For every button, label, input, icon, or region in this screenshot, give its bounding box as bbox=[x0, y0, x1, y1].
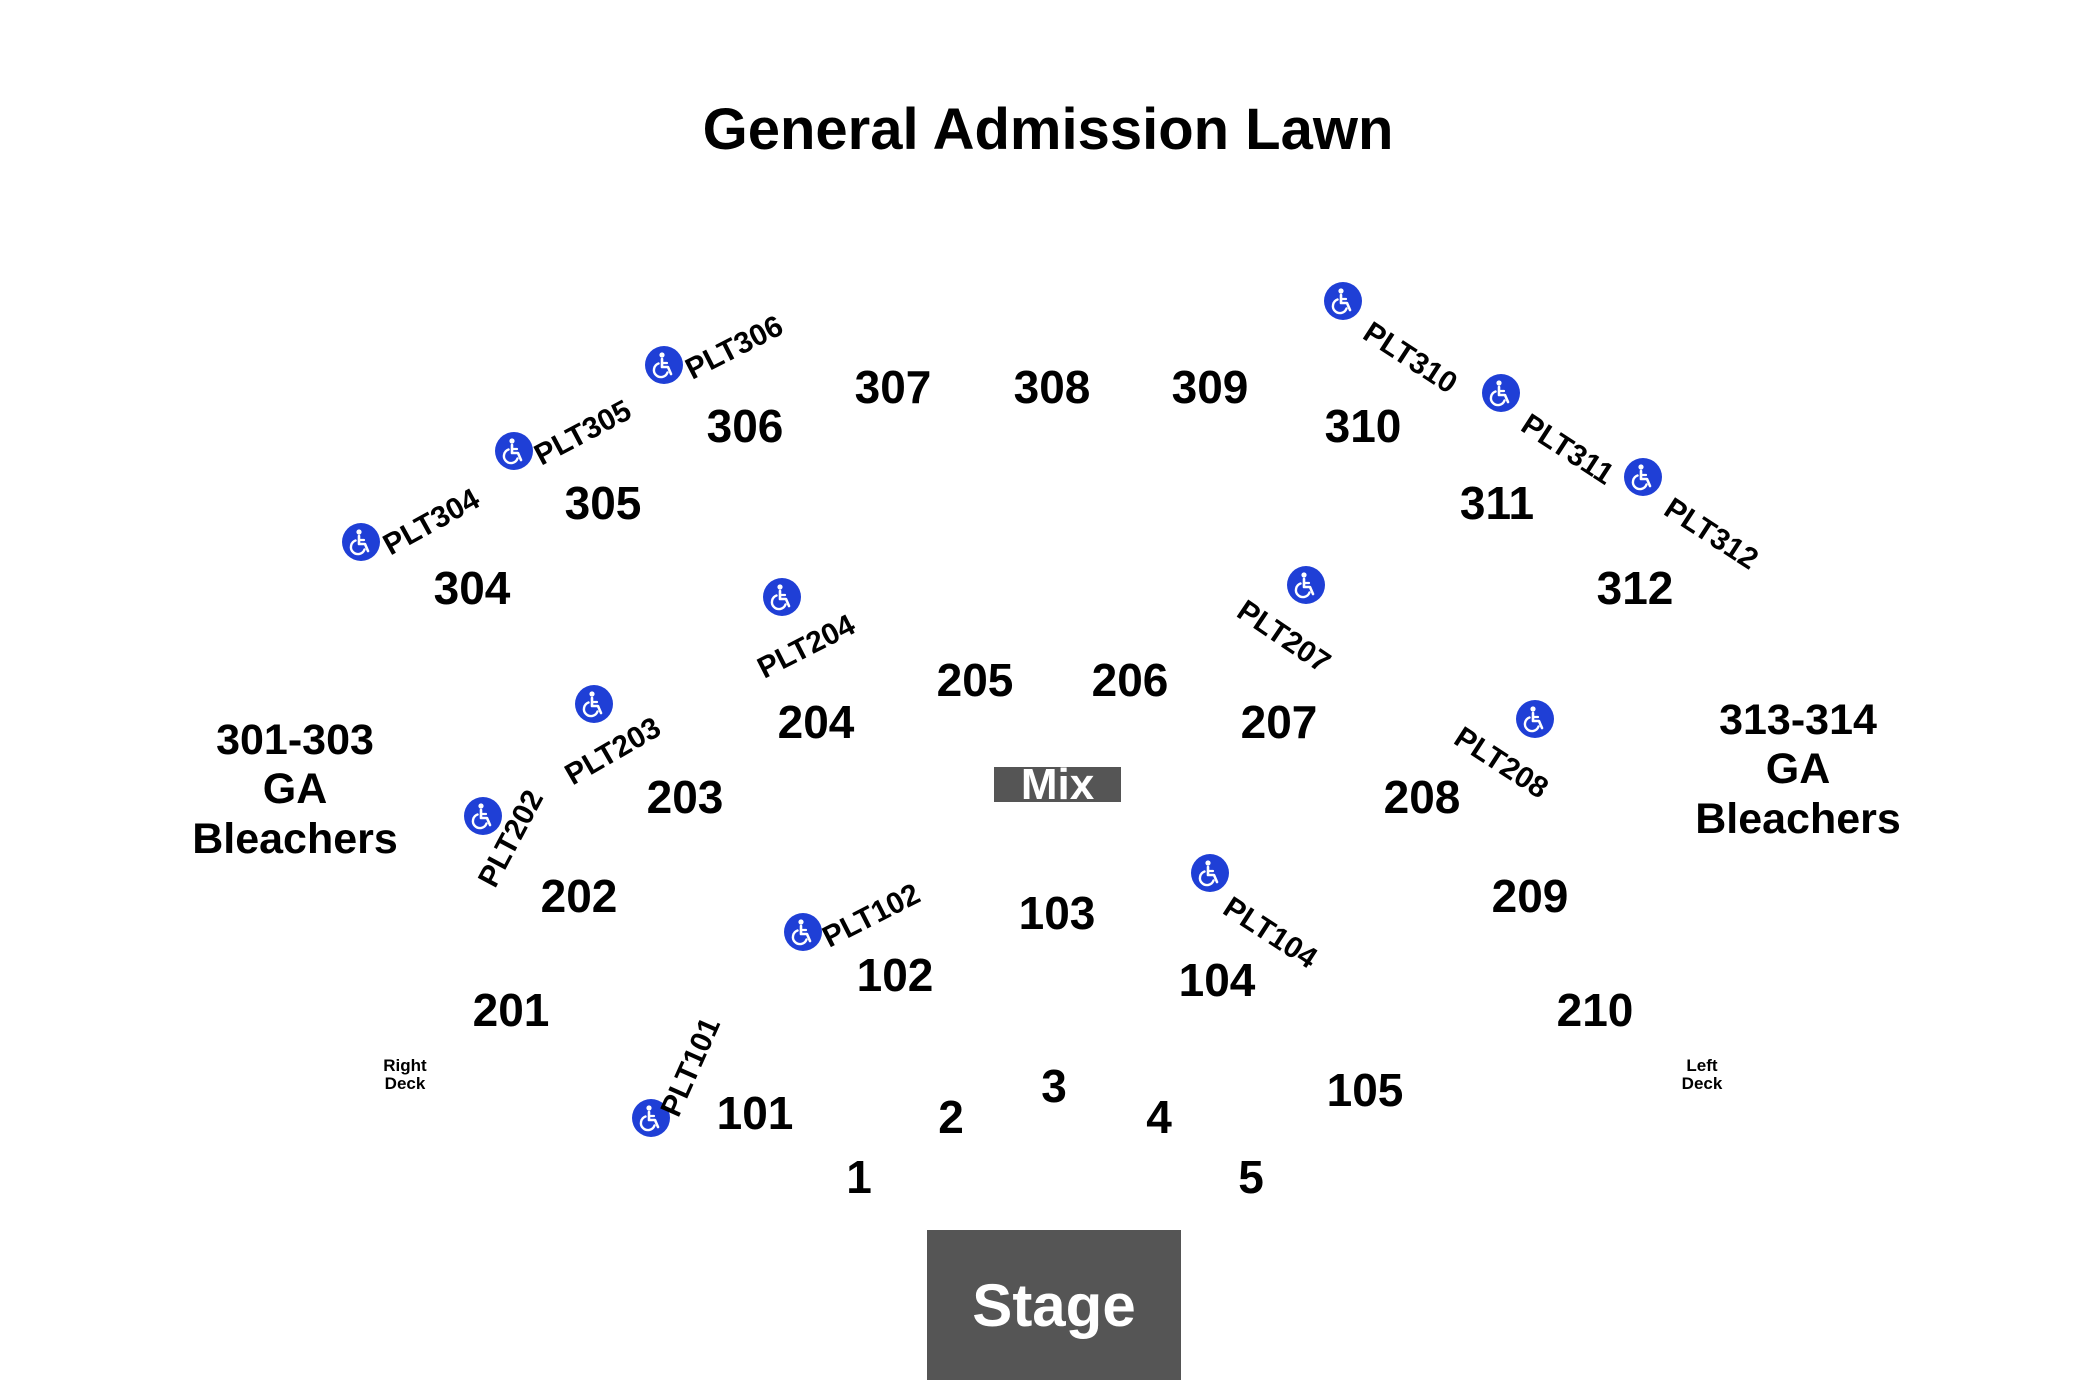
stage: Stage bbox=[927, 1230, 1181, 1380]
wheelchair-glyph bbox=[639, 1105, 660, 1132]
section-209[interactable]: 209 bbox=[1491, 870, 1569, 922]
wheelchair-icon bbox=[1516, 700, 1554, 738]
right-deck-line1: Right bbox=[383, 1056, 427, 1076]
wheelchair-glyph bbox=[1523, 706, 1544, 733]
wheelchair-glyph bbox=[1331, 288, 1352, 315]
section-208[interactable]: 208 bbox=[1383, 771, 1461, 823]
section-101[interactable]: 101 bbox=[716, 1087, 794, 1139]
section-309[interactable]: 309 bbox=[1171, 361, 1249, 413]
section-205[interactable]: 205 bbox=[936, 654, 1014, 706]
wheelchair-icon bbox=[495, 432, 533, 470]
section-4[interactable]: 4 bbox=[1146, 1091, 1172, 1143]
wheelchair-icon bbox=[464, 797, 502, 835]
wheelchair-icon bbox=[632, 1099, 670, 1137]
plt204-label: PLT204 bbox=[752, 608, 861, 686]
section-210[interactable]: 210 bbox=[1556, 984, 1634, 1036]
wheelchair-icon bbox=[342, 523, 380, 561]
section-307[interactable]: 307 bbox=[854, 361, 932, 413]
wheelchair-icon bbox=[645, 346, 683, 384]
wheelchair-glyph bbox=[471, 803, 492, 830]
section-312[interactable]: 312 bbox=[1596, 562, 1674, 614]
left-deck[interactable]: Left Deck bbox=[1662, 1057, 1742, 1093]
wheelchair-icon bbox=[1624, 458, 1662, 496]
section-3[interactable]: 3 bbox=[1041, 1060, 1067, 1112]
wheelchair-icon bbox=[1287, 566, 1325, 604]
plt306-label: PLT306 bbox=[680, 309, 789, 387]
section-206[interactable]: 206 bbox=[1091, 654, 1169, 706]
plt102-label: PLT102 bbox=[817, 877, 926, 955]
ga-bleachers-right[interactable]: 313-314 GA Bleachers bbox=[1638, 696, 1958, 844]
section-311[interactable]: 311 bbox=[1459, 477, 1535, 529]
section-104[interactable]: 104 bbox=[1178, 954, 1256, 1006]
wheelchair-icon bbox=[1191, 854, 1229, 892]
right-deck[interactable]: Right Deck bbox=[365, 1057, 445, 1093]
section-102[interactable]: 102 bbox=[856, 949, 934, 1001]
section-202[interactable]: 202 bbox=[540, 870, 618, 922]
plt310-label: PLT310 bbox=[1357, 315, 1463, 401]
wheelchair-glyph bbox=[770, 584, 791, 611]
ga-left-line3: Bleachers bbox=[192, 814, 398, 863]
section-306[interactable]: 306 bbox=[706, 400, 784, 452]
ga-right-line3: Bleachers bbox=[1695, 794, 1901, 843]
left-deck-line1: Left bbox=[1686, 1056, 1718, 1076]
section-201[interactable]: 201 bbox=[472, 984, 550, 1036]
section-103[interactable]: 103 bbox=[1018, 887, 1096, 939]
section-308[interactable]: 308 bbox=[1013, 361, 1091, 413]
wheelchair-glyph bbox=[1198, 860, 1219, 887]
lawn-title: General Admission Lawn bbox=[702, 97, 1394, 162]
ga-left-line1: 301-303 bbox=[216, 715, 374, 764]
left-deck-line2: Deck bbox=[1681, 1074, 1723, 1093]
section-310[interactable]: 310 bbox=[1324, 400, 1402, 452]
section-204[interactable]: 204 bbox=[777, 696, 855, 748]
mix-position: Mix bbox=[994, 760, 1121, 809]
wheelchair-glyph bbox=[1489, 380, 1510, 407]
wheelchair-icon bbox=[1324, 282, 1362, 320]
ga-left-line2: GA bbox=[262, 765, 328, 814]
section-2[interactable]: 2 bbox=[938, 1091, 964, 1143]
wheelchair-icon bbox=[575, 685, 613, 723]
wheelchair-glyph bbox=[791, 919, 812, 946]
ga-right-line1: 313-314 bbox=[1719, 695, 1877, 744]
plt305-label: PLT305 bbox=[529, 393, 637, 473]
wheelchair-glyph bbox=[652, 352, 673, 379]
section-5[interactable]: 5 bbox=[1238, 1151, 1264, 1203]
plt312-label: PLT312 bbox=[1658, 491, 1764, 577]
section-304[interactable]: 304 bbox=[433, 562, 511, 614]
ga-right-line2: GA bbox=[1765, 745, 1831, 794]
section-305[interactable]: 305 bbox=[564, 477, 642, 529]
section-1[interactable]: 1 bbox=[846, 1151, 872, 1203]
right-deck-line2: Deck bbox=[384, 1074, 426, 1093]
section-203[interactable]: 203 bbox=[646, 771, 724, 823]
ga-bleachers-left[interactable]: 301-303 GA Bleachers bbox=[135, 716, 455, 864]
wheelchair-glyph bbox=[502, 438, 523, 465]
wheelchair-icon bbox=[784, 913, 822, 951]
section-105[interactable]: 105 bbox=[1326, 1064, 1404, 1116]
plt304-label: PLT304 bbox=[377, 482, 486, 562]
wheelchair-glyph bbox=[1294, 572, 1315, 599]
wheelchair-glyph bbox=[349, 529, 370, 556]
plt207-label: PLT207 bbox=[1231, 593, 1337, 680]
wheelchair-glyph bbox=[1631, 464, 1652, 491]
wheelchair-icon bbox=[763, 578, 801, 616]
wheelchair-glyph bbox=[582, 691, 603, 718]
section-207[interactable]: 207 bbox=[1240, 696, 1318, 748]
wheelchair-icon bbox=[1482, 374, 1520, 412]
